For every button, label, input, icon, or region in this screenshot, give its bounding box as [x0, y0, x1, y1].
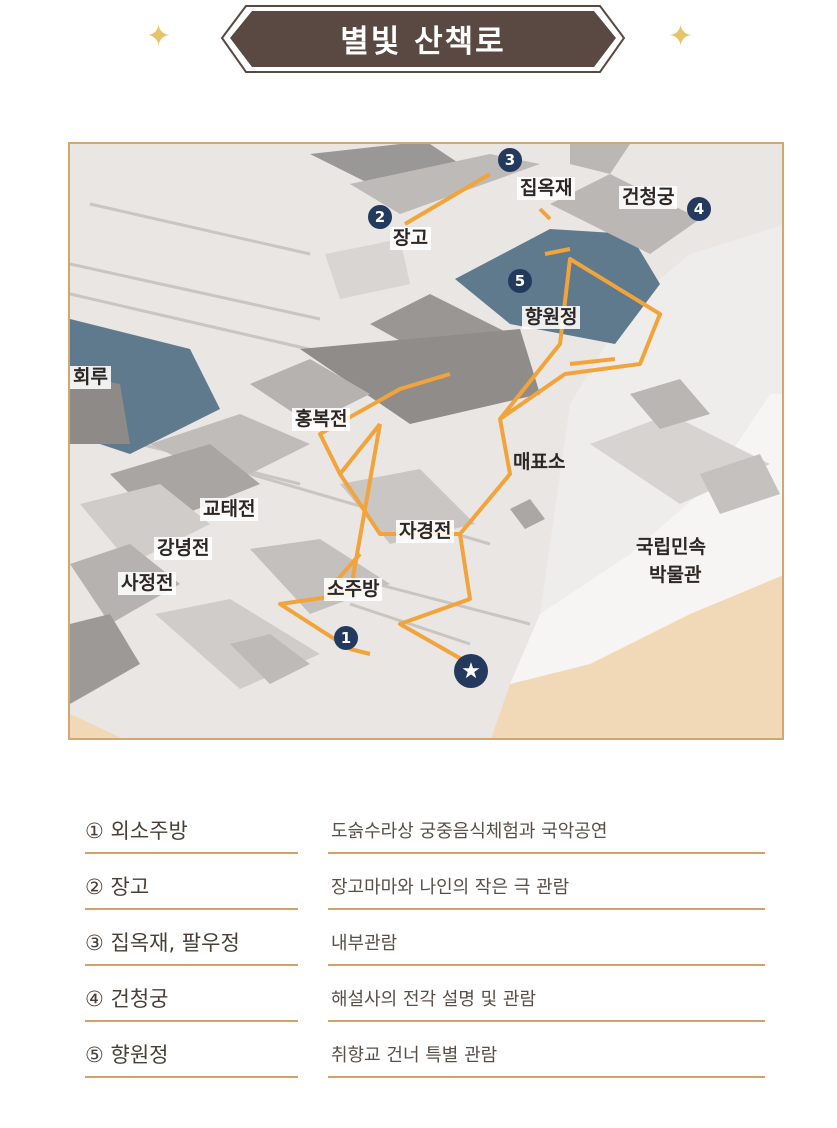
label-hyangwonjeong: 향원정 — [522, 306, 581, 329]
label-gangnyeongjeon: 강녕전 — [154, 537, 213, 560]
legend-place: ⑤ 향원정 — [85, 1036, 298, 1078]
legend-row: ⑤ 향원정 취향교 건너 특별 관람 — [85, 1026, 765, 1078]
route-marker-5[interactable]: 5 — [508, 269, 532, 293]
legend-desc-text: 내부관람 — [331, 933, 398, 954]
label-sajeongjeon: 사정전 — [118, 572, 177, 595]
legend-place-text: ⑤ 향원정 — [85, 1043, 169, 1067]
label-heungbokjeon: 홍복전 — [292, 408, 351, 431]
legend-desc: 도슭수라상 궁중음식체험과 국악공연 — [328, 812, 765, 854]
label-gyotaejeon: 교태전 — [200, 498, 259, 521]
label-maepyoso: 매표소 — [513, 451, 566, 473]
legend-desc-text: 장고마마와 나인의 작은 극 관람 — [331, 877, 570, 898]
route-marker-1[interactable]: 1 — [334, 626, 358, 650]
legend-row: ① 외소주방 도슭수라상 궁중음식체험과 국악공연 — [85, 802, 765, 854]
legend-desc: 내부관람 — [328, 924, 765, 966]
banner-shape — [220, 5, 626, 73]
legend-place-text: ① 외소주방 — [85, 819, 188, 843]
page-title: 별빛 산책로 — [340, 23, 506, 60]
legend-place-text: ④ 건청궁 — [85, 987, 169, 1011]
label-geoncheonggung: 건청궁 — [619, 186, 678, 209]
label-jibokjae: 집옥재 — [517, 177, 576, 200]
route-marker-4[interactable]: 4 — [687, 197, 711, 221]
label-jangho: 장고 — [390, 227, 431, 250]
label-hoeru: 회루 — [70, 366, 111, 389]
legend-place: ② 장고 — [85, 868, 298, 910]
legend-row: ④ 건청궁 해설사의 전각 설명 및 관람 — [85, 970, 765, 1022]
label-museum-line1: 국립민속 — [636, 536, 706, 558]
star-icon[interactable]: ★ — [454, 654, 488, 688]
legend-desc: 해설사의 전각 설명 및 관람 — [328, 980, 765, 1022]
legend-desc: 장고마마와 나인의 작은 극 관람 — [328, 868, 765, 910]
legend-place-text: ③ 집옥재, 팔우정 — [85, 931, 240, 955]
palace-map: 장고 집옥재 건청궁 향원정 회루 홍복전 매표소 교태전 강녕전 사정전 자경… — [68, 142, 784, 740]
title-banner: 별빛 산책로 ✦ ✦ — [0, 0, 837, 90]
label-museum-line2: 박물관 — [649, 564, 702, 586]
legend-place-text: ② 장고 — [85, 875, 150, 899]
legend-desc-text: 취향교 건너 특별 관람 — [331, 1045, 498, 1066]
legend-place: ③ 집옥재, 팔우정 — [85, 924, 298, 966]
legend-place: ① 외소주방 — [85, 812, 298, 854]
legend-desc: 취향교 건너 특별 관람 — [328, 1036, 765, 1078]
legend-desc-text: 도슭수라상 궁중음식체험과 국악공연 — [331, 821, 608, 842]
legend-row: ② 장고 장고마마와 나인의 작은 극 관람 — [85, 858, 765, 910]
label-sojubang: 소주방 — [324, 578, 383, 601]
legend-row: ③ 집옥재, 팔우정 내부관람 — [85, 914, 765, 966]
sparkle-right-icon: ✦ — [668, 19, 694, 54]
route-marker-3[interactable]: 3 — [498, 148, 522, 172]
legend-place: ④ 건청궁 — [85, 980, 298, 1022]
route-marker-2[interactable]: 2 — [368, 205, 392, 229]
label-jagyeongjeon: 자경전 — [396, 520, 455, 543]
sparkle-left-icon: ✦ — [146, 19, 172, 54]
legend-desc-text: 해설사의 전각 설명 및 관람 — [331, 989, 537, 1010]
